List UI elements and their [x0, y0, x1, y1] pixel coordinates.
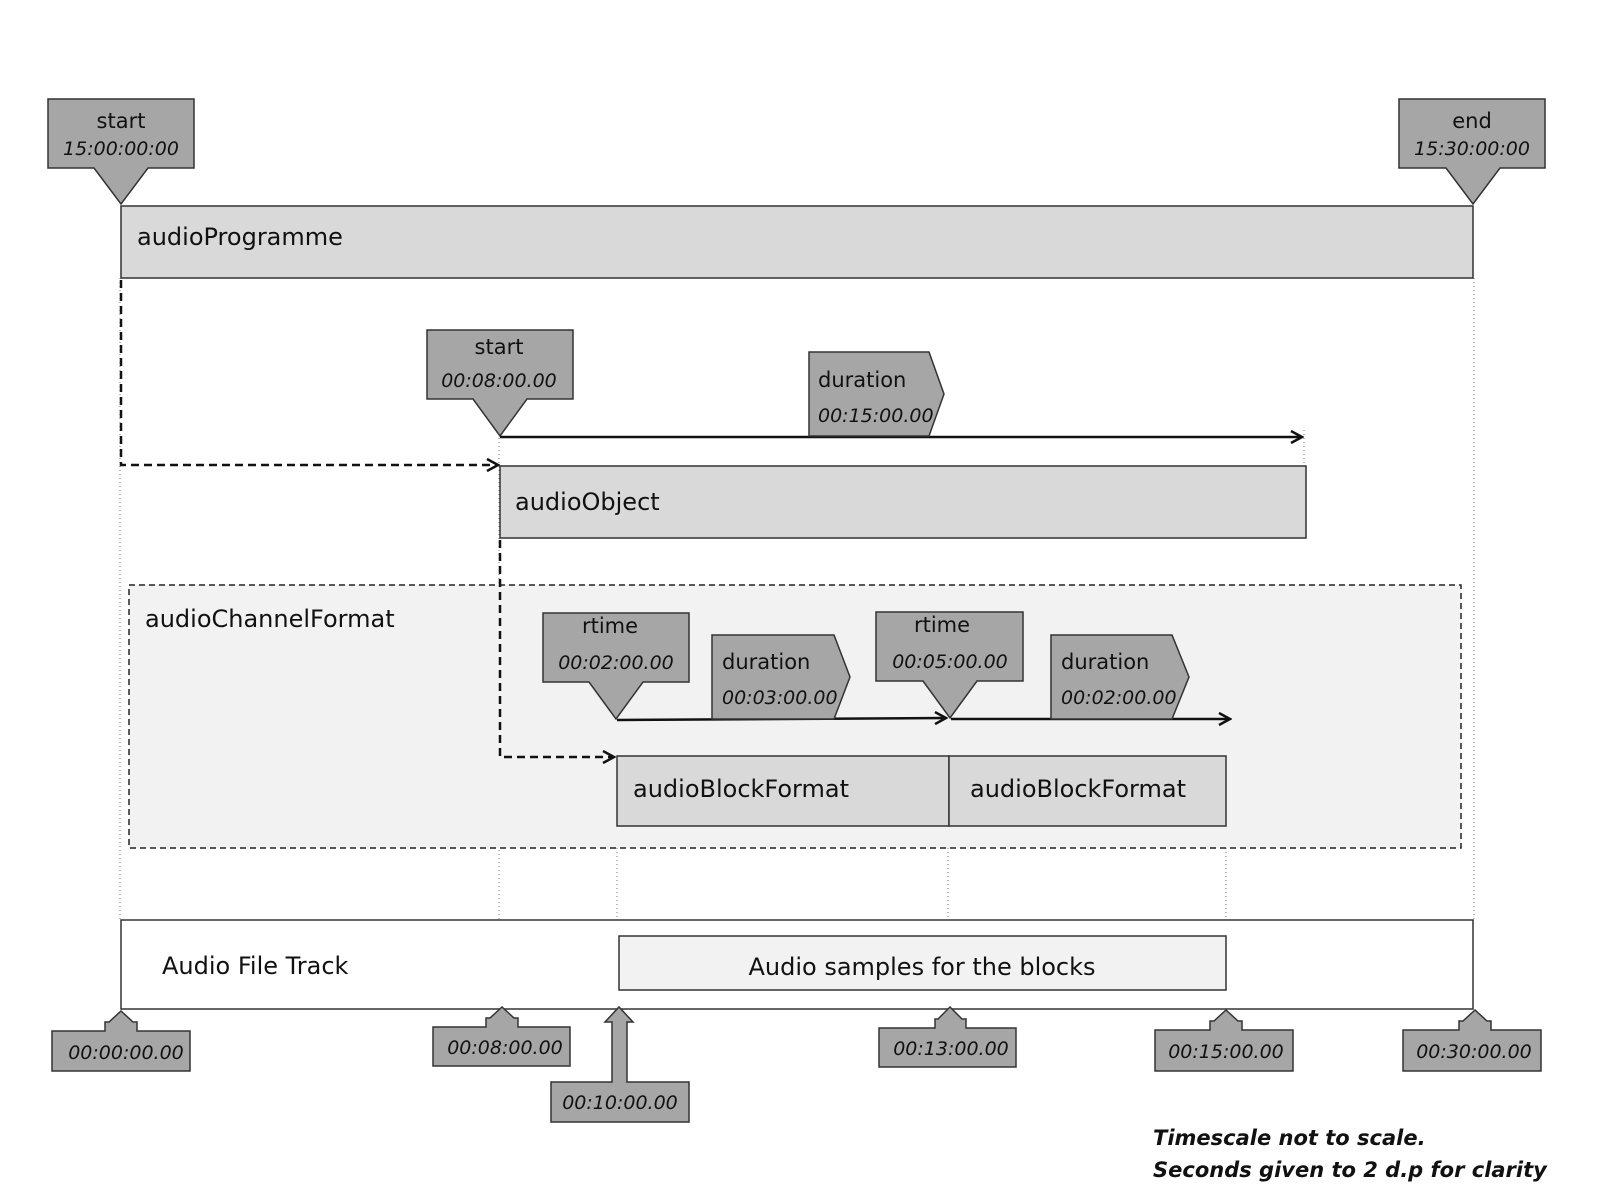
timecode-marker-2: 00:10:00.00 — [550, 1005, 690, 1123]
block2-rtime-value: 00:05:00.00 — [892, 651, 1008, 673]
timecode-4: 00:15:00.00 — [1168, 1041, 1284, 1063]
timecode-marker-4: 00:15:00.00 — [1154, 1008, 1294, 1072]
block1-duration-title: duration — [722, 650, 810, 674]
object-start-title: start — [475, 335, 524, 359]
timecode-marker-1: 00:08:00.00 — [432, 1005, 571, 1067]
timecode-marker-5: 00:30:00.00 — [1402, 1008, 1542, 1072]
audio-samples-label: Audio samples for the blocks — [748, 953, 1095, 981]
block2-rtime-title: rtime — [914, 613, 970, 637]
object-duration-title: duration — [818, 368, 906, 392]
timecode-5: 00:30:00.00 — [1416, 1041, 1532, 1063]
programme-to-object-link — [119, 280, 498, 465]
timecode-3: 00:13:00.00 — [893, 1038, 1009, 1060]
timecode-0: 00:00:00.00 — [68, 1042, 184, 1064]
audio-block-format-1-box — [616, 755, 950, 827]
block1-rtime-value: 00:02:00.00 — [558, 652, 674, 674]
audio-block-format-1-label: audioBlockFormat — [633, 775, 849, 803]
object-to-block-link — [498, 540, 614, 757]
programme-end-title: end — [1452, 109, 1492, 133]
audio-object-box — [499, 465, 1307, 539]
programme-end-tag: end 15:30:00:00 — [1398, 98, 1546, 206]
audio-channel-format-label: audioChannelFormat — [145, 605, 395, 633]
block1-rtime-title: rtime — [582, 614, 638, 638]
note-timescale: Timescale not to scale. — [1153, 1126, 1426, 1150]
programme-end-value: 15:30:00:00 — [1414, 138, 1530, 160]
audio-object-label: audioObject — [515, 488, 660, 516]
note-seconds: Seconds given to 2 d.p for clarity — [1153, 1158, 1548, 1182]
audio-block-format-2-label: audioBlockFormat — [970, 775, 1186, 803]
object-duration-tag: duration 00:15:00.00 — [808, 351, 945, 437]
object-start-tag: start 00:08:00.00 — [426, 329, 574, 438]
block2-duration-tag: duration 00:02:00.00 — [1050, 634, 1190, 720]
programme-start-value: 15:00:00:00 — [63, 138, 179, 160]
block1-duration-tag: duration 00:03:00.00 — [711, 634, 851, 720]
timecode-marker-0: 00:00:00.00 — [51, 1009, 191, 1072]
timecode-marker-3: 00:13:00.00 — [878, 1005, 1017, 1068]
audio-samples-box — [618, 935, 1227, 991]
object-duration-value: 00:15:00.00 — [818, 405, 934, 427]
programme-start-title: start — [97, 109, 146, 133]
block2-duration-title: duration — [1061, 650, 1149, 674]
block2-duration-value: 00:02:00.00 — [1061, 687, 1177, 709]
audio-block-format-2-box — [948, 755, 1227, 827]
block2-rtime-tag: rtime 00:05:00.00 — [875, 611, 1024, 720]
timecode-2: 00:10:00.00 — [562, 1092, 678, 1114]
audio-programme-label: audioProgramme — [137, 223, 343, 251]
guide-lines — [119, 278, 1475, 1005]
object-start-value: 00:08:00.00 — [441, 370, 557, 392]
audio-programme-box — [120, 205, 1474, 279]
programme-start-tag: start 15:00:00:00 — [47, 98, 195, 206]
block1-rtime-tag: rtime 00:02:00.00 — [542, 612, 690, 721]
block1-duration-value: 00:03:00.00 — [722, 687, 838, 709]
audio-file-track-label: Audio File Track — [162, 952, 349, 980]
timecode-1: 00:08:00.00 — [447, 1037, 563, 1059]
